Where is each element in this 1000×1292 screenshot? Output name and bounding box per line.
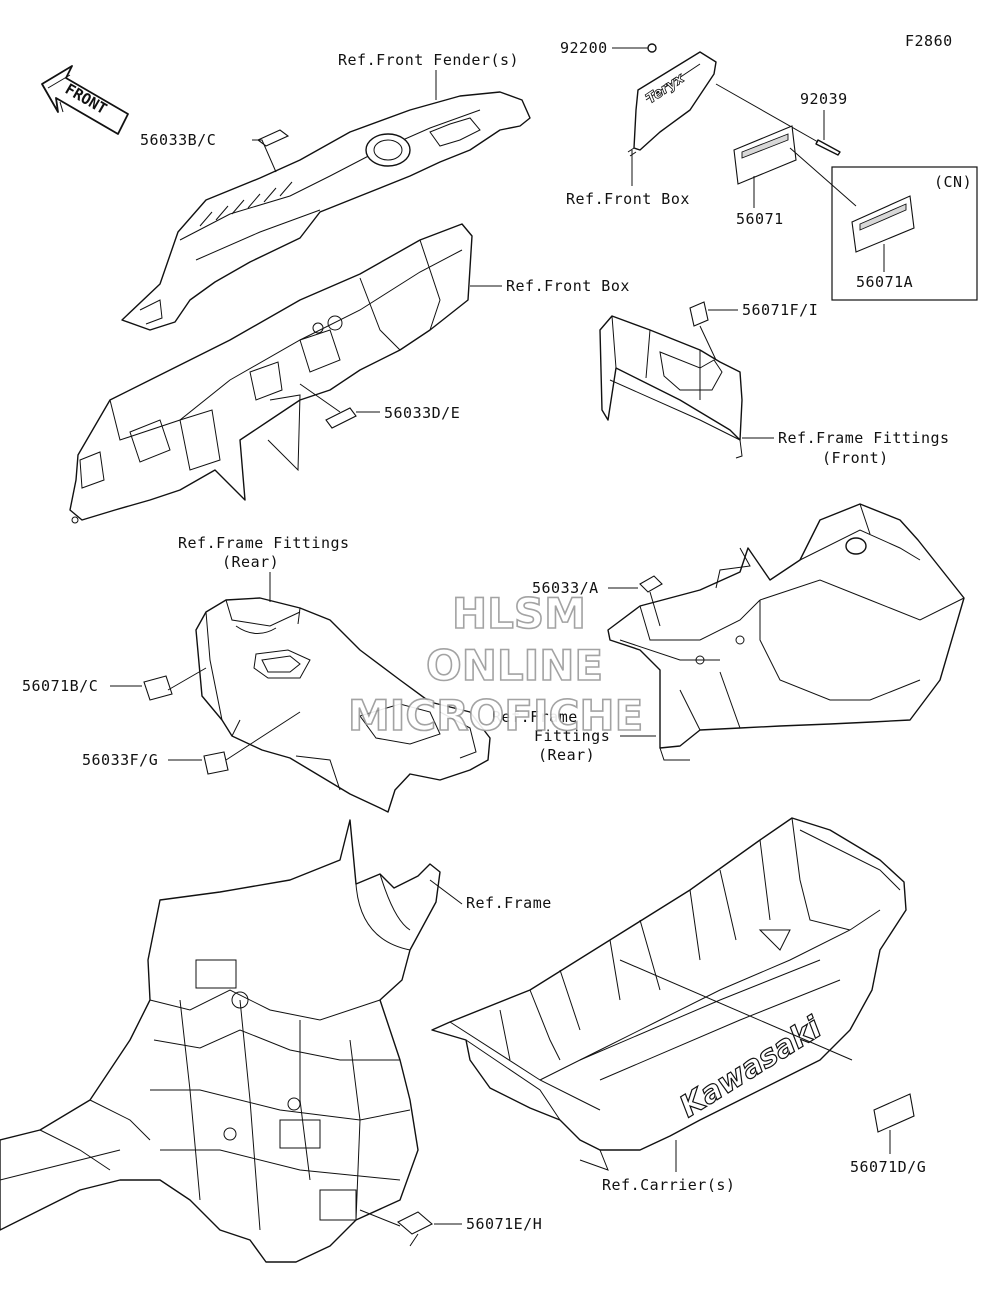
sticker-56033d-e (325, 407, 357, 429)
front-box-dashboard-part (69, 223, 473, 524)
figure-id: F2860 (905, 32, 953, 50)
label-92200: 92200 (560, 39, 608, 57)
frame-fittings-rear-left-part (195, 597, 491, 813)
sticker-56071e-h (397, 1211, 433, 1235)
sticker-56071f-i (689, 301, 709, 327)
label-56071a: 56071A (856, 273, 913, 291)
watermark-line-1: HLSM (452, 589, 586, 638)
label-ref-front-box-top: Ref.Front Box (566, 190, 690, 208)
cn-variant-box (831, 166, 978, 301)
carrier-cargo-bed-part: Kawasaki (431, 817, 907, 1171)
label-ref-frame-fittings-front-1: Ref.Frame Fittings (778, 429, 950, 447)
label-56033f-g: 56033F/G (82, 751, 158, 769)
front-fender-part (121, 91, 531, 331)
label-56071: 56071 (736, 210, 784, 228)
label-56033b-c: 56033B/C (140, 131, 216, 149)
sticker-56071d-g (873, 1093, 915, 1133)
label-ref-frame-fittings-rear-b2: Fittings (534, 727, 610, 745)
frame-fittings-rear-right-part (607, 503, 965, 761)
label-ref-frame-fittings-rear-1: Ref.Frame Fittings (178, 534, 350, 552)
front-arrow-icon: FRONT (41, 65, 129, 135)
label-ref-frame-fittings-rear-b1: Ref.Frame (492, 708, 578, 726)
label-56033-a: 56033/A (532, 579, 599, 597)
front-box-lid-part: Teryx (627, 51, 717, 157)
label-ref-frame-fittings-rear-2: (Rear) (222, 553, 279, 571)
label-56071f-i: 56071F/I (742, 301, 818, 319)
label-92039: 92039 (800, 90, 848, 108)
label-ref-front-box-mid: Ref.Front Box (506, 277, 630, 295)
label-ref-frame: Ref.Frame (466, 894, 552, 912)
clip-92039 (815, 139, 841, 156)
label-ref-frame-fittings-front-2: (Front) (822, 449, 889, 467)
watermark-line-2: ONLINE (426, 641, 603, 690)
label-ref-frame-fittings-rear-b3: (Rear) (538, 746, 595, 764)
label-56071b-c: 56071B/C (22, 677, 98, 695)
watermark: HLSM ONLINE MICROFICHE (347, 588, 644, 741)
label-cn: (CN) (934, 173, 972, 191)
label-ref-front-fender: Ref.Front Fender(s) (338, 51, 519, 69)
sticker-56033-a (639, 575, 663, 593)
label-56071d-g: 56071D/G (850, 1158, 926, 1176)
label-ref-carrier: Ref.Carrier(s) (602, 1176, 735, 1194)
screw-92200 (647, 43, 657, 53)
sticker-56033f-g (203, 751, 229, 775)
frame-part (0, 819, 441, 1263)
watermark-line-3: MICROFICHE (348, 691, 643, 740)
label-56071e-h: 56071E/H (466, 1215, 542, 1233)
sticker-56071b-c (143, 675, 173, 701)
label-56033d-e: 56033D/E (384, 404, 460, 422)
frame-fittings-front-part (599, 315, 743, 459)
sticker-56033b-c (256, 129, 290, 147)
